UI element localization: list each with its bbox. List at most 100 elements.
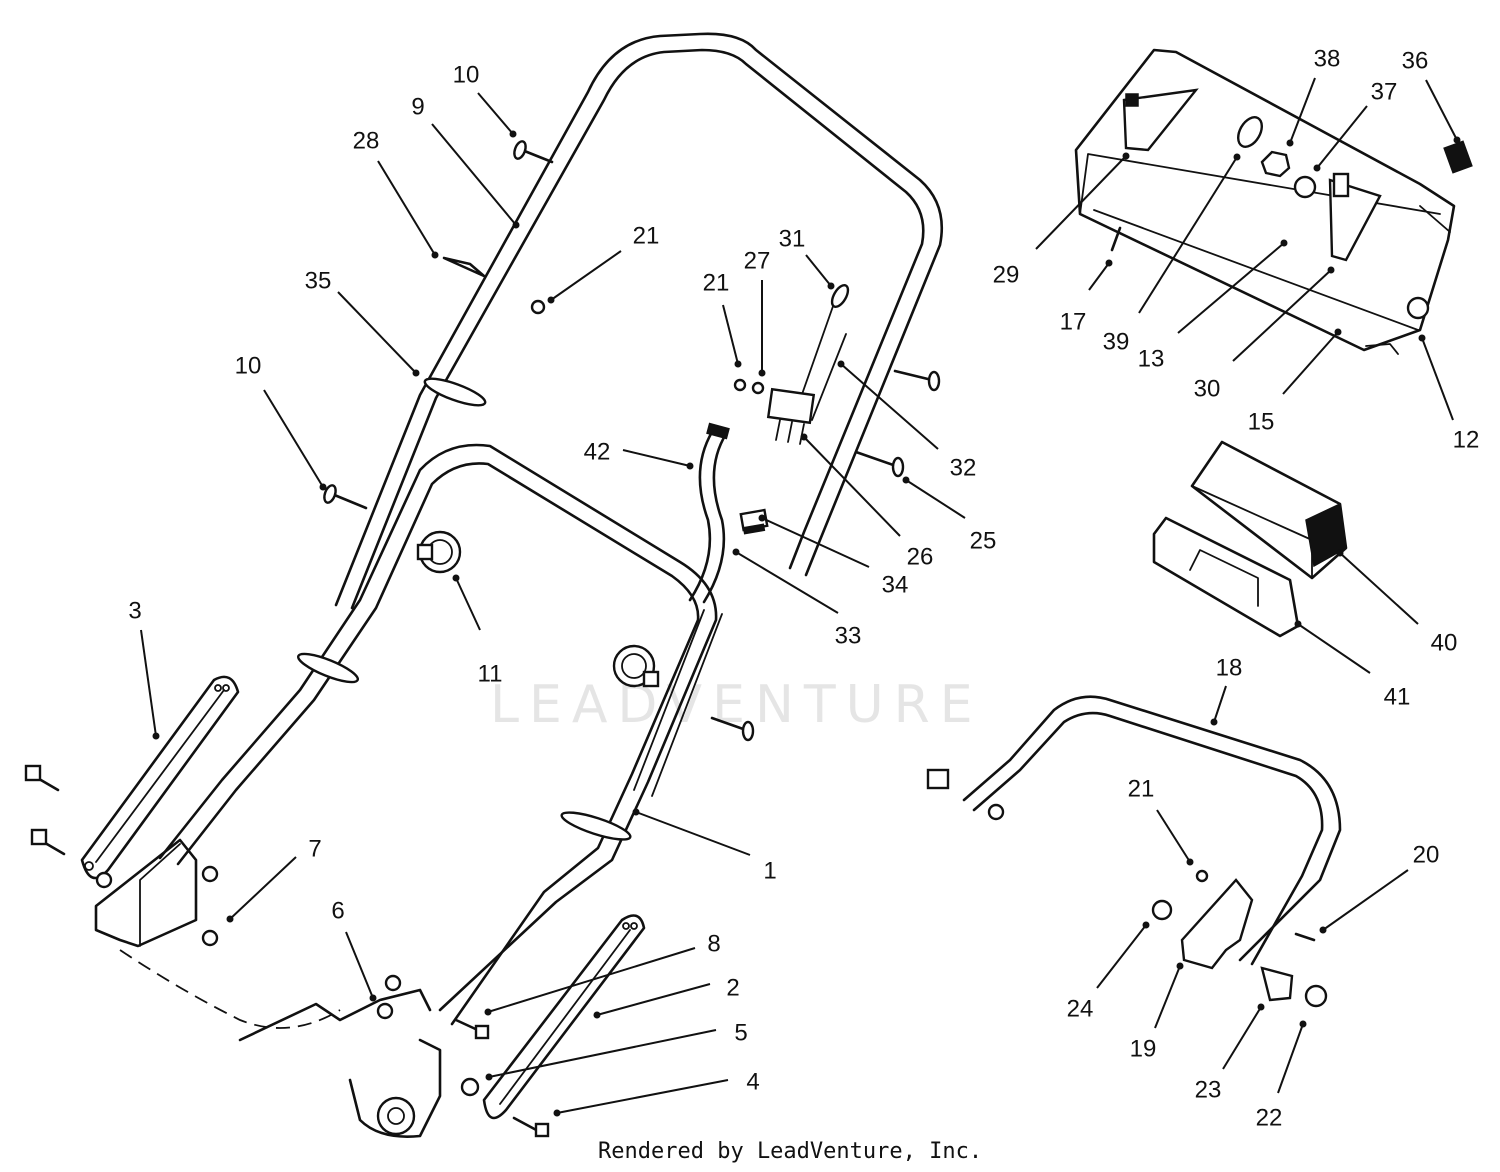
handle-knob-right [612, 644, 660, 688]
callout-leader-dot [593, 1011, 601, 1019]
callout-37: 37 [1313, 78, 1397, 172]
callout-21c: 21 [1128, 775, 1194, 866]
callout-leader-dot [1257, 1003, 1265, 1011]
callout-24: 24 [1067, 921, 1150, 1022]
bolts-left [24, 764, 66, 856]
callout-label: 31 [779, 225, 806, 252]
callout-leader-line [735, 551, 839, 614]
callout-label: 15 [1248, 408, 1275, 435]
bail-18 [926, 695, 1342, 966]
callout-leader-dot [1142, 921, 1150, 929]
callout-layer: 1092821353127211042322526343311371682543… [128, 45, 1479, 1131]
battery-40 [1190, 440, 1348, 580]
callout-label: 11 [478, 660, 503, 687]
callout-label: 20 [1413, 841, 1440, 868]
callout-42: 42 [584, 438, 694, 470]
nut-21-upper [530, 299, 546, 315]
callout-label: 7 [308, 835, 321, 862]
callout-label: 10 [235, 352, 262, 379]
callout-leader-line [1316, 105, 1368, 169]
callout-leader-line [487, 947, 696, 1013]
callout-leader-line [805, 254, 832, 287]
callout-leader-dot [1105, 259, 1113, 267]
callout-34: 34 [758, 514, 908, 598]
nut-38 [1260, 150, 1291, 178]
callout-label: 29 [993, 261, 1020, 288]
callout-leader-line [477, 92, 514, 135]
callout-label: 32 [950, 454, 977, 481]
bolt-carriage-right-upper [893, 369, 941, 392]
callout-22: 22 [1256, 1020, 1307, 1131]
bolt-carriage-middle [710, 716, 755, 742]
callout-leader-line [761, 517, 870, 568]
spacer-34 [739, 508, 769, 535]
callout-6: 6 [331, 897, 377, 1002]
callout-leader-dot [758, 369, 766, 377]
callout-leader-dot [1122, 152, 1130, 160]
callout-label: 42 [584, 438, 611, 465]
callout-label: 9 [411, 93, 424, 120]
callout-leader-line [337, 291, 417, 374]
callout-leader-dot [1319, 926, 1327, 934]
nuts-6 [376, 974, 402, 1020]
bolt-8 [454, 1018, 490, 1040]
callout-leader-dot [1453, 136, 1461, 144]
callout-21b: 21 [703, 269, 742, 368]
callout-label: 21 [1128, 775, 1155, 802]
callout-leader-dot [484, 1008, 492, 1016]
control-lever-30 [1328, 172, 1382, 262]
callout-leader-line [1035, 155, 1127, 250]
washer-24 [1151, 899, 1173, 921]
callout-leader-dot [758, 514, 766, 522]
key-39 [1237, 116, 1263, 148]
callout-21a: 21 [547, 222, 659, 304]
nut-21-lower [1195, 869, 1209, 883]
callout-label: 18 [1216, 654, 1243, 681]
callout-leader-dot [800, 433, 808, 441]
callout-28: 28 [353, 127, 439, 259]
handle-clamp-middle [296, 652, 360, 684]
lower-handle-part [158, 443, 723, 1026]
callout-label: 35 [305, 267, 332, 294]
callout-leader-dot [431, 251, 439, 259]
callout-label: 28 [353, 127, 380, 154]
callout-leader-line [1282, 331, 1339, 395]
mounting-bracket [94, 838, 219, 948]
callout-leader-line [229, 856, 297, 920]
callout-label: 8 [707, 930, 720, 957]
callout-leader-dot [512, 221, 520, 229]
callout-39: 39 [1103, 153, 1241, 355]
callout-leader-dot [1280, 239, 1288, 247]
callout-10a: 10 [453, 61, 517, 138]
callout-3: 3 [128, 597, 160, 740]
bolt-10-upper [513, 140, 554, 164]
callout-36: 36 [1402, 47, 1461, 144]
callout-label: 36 [1402, 47, 1429, 74]
callout-leader-dot [827, 282, 835, 290]
callout-1: 1 [632, 808, 777, 884]
callout-leader-line [1222, 1006, 1262, 1070]
callout-35: 35 [305, 267, 420, 377]
battery-tray-41 [1152, 516, 1300, 638]
callout-31: 31 [779, 225, 835, 290]
callout-leader-line [1088, 262, 1110, 291]
callout-32: 32 [837, 360, 977, 481]
callout-leader-line [377, 160, 436, 256]
callout-label: 24 [1067, 995, 1094, 1022]
callout-19: 19 [1130, 962, 1184, 1062]
callout-leader-line [635, 811, 751, 856]
callout-leader-dot [1313, 164, 1321, 172]
callout-leader-line [840, 363, 939, 450]
cam-23 [1260, 966, 1294, 1002]
callout-leader-dot [319, 483, 327, 491]
callout-label: 38 [1314, 45, 1341, 72]
callout-leader-dot [485, 1073, 493, 1081]
callout-leader-line [1177, 242, 1285, 334]
callout-leader-dot [1327, 266, 1335, 274]
callout-label: 23 [1195, 1076, 1222, 1103]
callout-leader-dot [553, 1109, 561, 1117]
callout-leader-dot [547, 296, 555, 304]
callout-40: 40 [1336, 549, 1457, 656]
callout-label: 26 [907, 543, 934, 570]
callout-leader-line [1096, 924, 1147, 989]
